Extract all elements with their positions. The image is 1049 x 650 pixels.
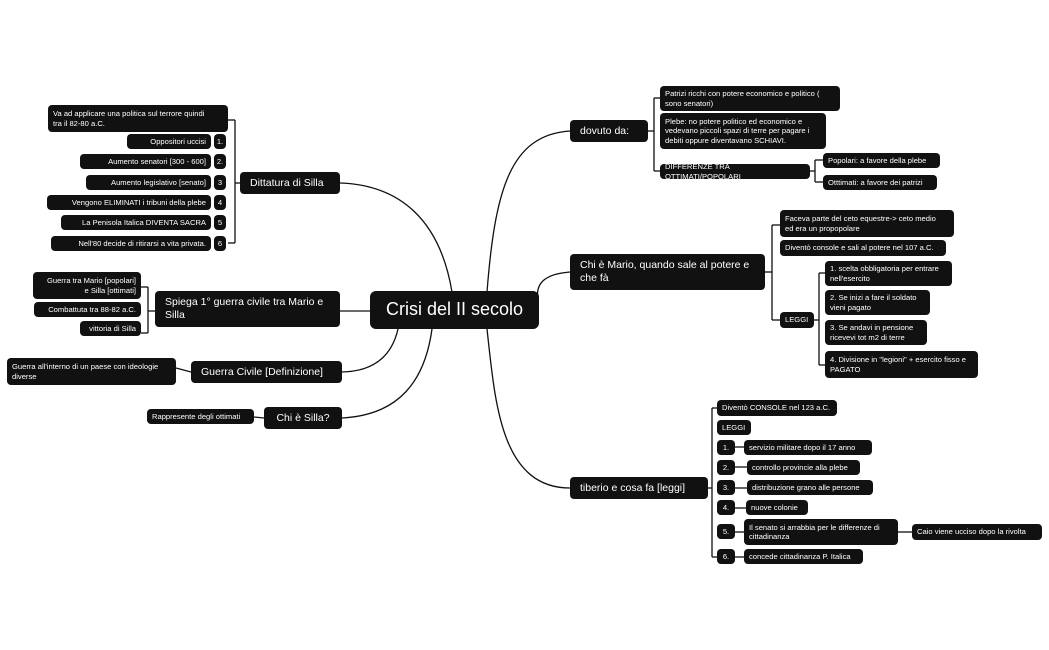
node-mario-ceto[interactable]: Faceva parte del ceto equestre-> ceto me… xyxy=(780,210,954,237)
central-topic[interactable]: Crisi del II secolo xyxy=(370,291,539,329)
link-tiberio xyxy=(486,328,571,489)
node-dittatura-item-4[interactable]: Vengono ELIMINATI i tribuni della plebe xyxy=(47,195,211,210)
node-prima-guerra-civile[interactable]: Spiega 1° guerra civile tra Mario e Sill… xyxy=(155,291,340,327)
node-guerra-civile-definizione[interactable]: Guerra Civile [Definizione] xyxy=(191,361,342,383)
node-dittatura-item-6[interactable]: Nell'80 decide di ritirarsi a vita priva… xyxy=(51,236,211,251)
node-chi-e-silla-answer[interactable]: Rappresente degli ottimati xyxy=(147,409,254,424)
node-tiberio-num-1[interactable]: 1. xyxy=(717,440,735,455)
node-mario-law-2[interactable]: 2. Se inizi a fare il soldato vieni paga… xyxy=(825,290,930,315)
node-tiberio-item-5[interactable]: Il senato si arrabbia per le differenze … xyxy=(744,519,898,545)
node-tiberio-item-4[interactable]: nuove colonie xyxy=(746,500,808,515)
node-dittatura-num-2[interactable]: 2. xyxy=(214,154,226,169)
node-dovuto-ottimati[interactable]: Otttimati: a favore dei patrizi xyxy=(823,175,937,190)
node-dittatura-intro[interactable]: Va ad applicare una politica sul terrore… xyxy=(48,105,228,132)
node-mario-law-1[interactable]: 1. scelta obbligatoria per entrare nell'… xyxy=(825,261,952,286)
node-tiberio[interactable]: tiberio e cosa fa [leggi] xyxy=(570,477,708,499)
link-dittatura xyxy=(339,182,453,293)
node-tiberio-num-6[interactable]: 6. xyxy=(717,549,735,564)
node-guerra-civile-def[interactable]: Guerra all'interno di un paese con ideol… xyxy=(7,358,176,385)
node-dittatura-num-3[interactable]: 3 xyxy=(214,175,226,190)
node-tiberio-num-5[interactable]: 5. xyxy=(717,524,735,539)
node-tiberio-num-3[interactable]: 3. xyxy=(717,480,735,495)
node-dovuto-popolari[interactable]: Popolari: a favore della plebe xyxy=(823,153,940,168)
node-tiberio-item-1[interactable]: servizio militare dopo il 17 anno xyxy=(744,440,872,455)
node-dittatura-num-1[interactable]: 1. xyxy=(214,134,226,149)
node-dovuto-da[interactable]: dovuto da: xyxy=(570,120,648,142)
node-mario-law-4[interactable]: 4. Divisione in "legioni" + esercito fis… xyxy=(825,351,978,378)
node-dittatura-item-1[interactable]: Oppositori uccisi xyxy=(127,134,211,149)
node-chi-e-mario[interactable]: Chi è Mario, quando sale al potere e che… xyxy=(570,254,765,290)
node-dittatura-item-3[interactable]: Aumento legislativo [senato] xyxy=(86,175,211,190)
node-tiberio-caio[interactable]: Caio viene ucciso dopo la rivolta xyxy=(912,524,1042,540)
node-dittatura-item-2[interactable]: Aumento senatori [300 - 600] xyxy=(80,154,211,169)
node-tiberio-item-2[interactable]: controllo provincie alla plebe xyxy=(747,460,860,475)
node-mario-leggi[interactable]: LEGGI xyxy=(780,312,814,328)
node-tiberio-num-4[interactable]: 4. xyxy=(717,500,735,515)
node-guerra1-item-1[interactable]: Guerra tra Mario [popolari] e Silla [ott… xyxy=(33,272,141,299)
link-mario xyxy=(536,271,571,301)
node-tiberio-item-3[interactable]: distribuzione grano alle persone xyxy=(747,480,873,495)
node-mario-law-3[interactable]: 3. Se andavi in pensione ricevevi tot m2… xyxy=(825,320,927,345)
node-dovuto-plebe[interactable]: Plebe: no potere politico ed economico e… xyxy=(660,113,826,149)
node-dittatura-di-silla[interactable]: Dittatura di Silla xyxy=(240,172,340,194)
node-dovuto-patrizi[interactable]: Patrizi ricchi con potere economico e po… xyxy=(660,86,840,111)
node-tiberio-item-6[interactable]: concede cittadinanza P. Italica xyxy=(744,549,863,564)
node-mario-console[interactable]: Diventò console e sali al potere nel 107… xyxy=(780,240,946,256)
node-tiberio-console[interactable]: Diventò CONSOLE nel 123 a.C. xyxy=(717,400,837,416)
node-dittatura-num-4[interactable]: 4 xyxy=(214,195,226,210)
node-guerra1-item-3[interactable]: vittoria di Silla xyxy=(80,321,141,336)
node-tiberio-num-2[interactable]: 2. xyxy=(717,460,735,475)
node-chi-e-silla[interactable]: Chi è Silla? xyxy=(264,407,342,429)
node-guerra1-item-2[interactable]: Combattuta tra 88-82 a.C. xyxy=(34,302,141,317)
node-dovuto-differenze[interactable]: DIFFERENZE TRA OTTIMATI/POPOLARI xyxy=(660,162,810,181)
node-tiberio-leggi[interactable]: LEGGI xyxy=(717,420,751,435)
link-dovuto xyxy=(486,130,571,293)
node-dittatura-num-5[interactable]: 5 xyxy=(214,215,226,230)
link-chisilla xyxy=(341,328,433,419)
link-guerracivile xyxy=(339,328,399,373)
node-dittatura-item-5[interactable]: La Penisola Italica DIVENTA SACRA xyxy=(61,215,211,230)
node-dittatura-num-6[interactable]: 6 xyxy=(214,236,226,251)
